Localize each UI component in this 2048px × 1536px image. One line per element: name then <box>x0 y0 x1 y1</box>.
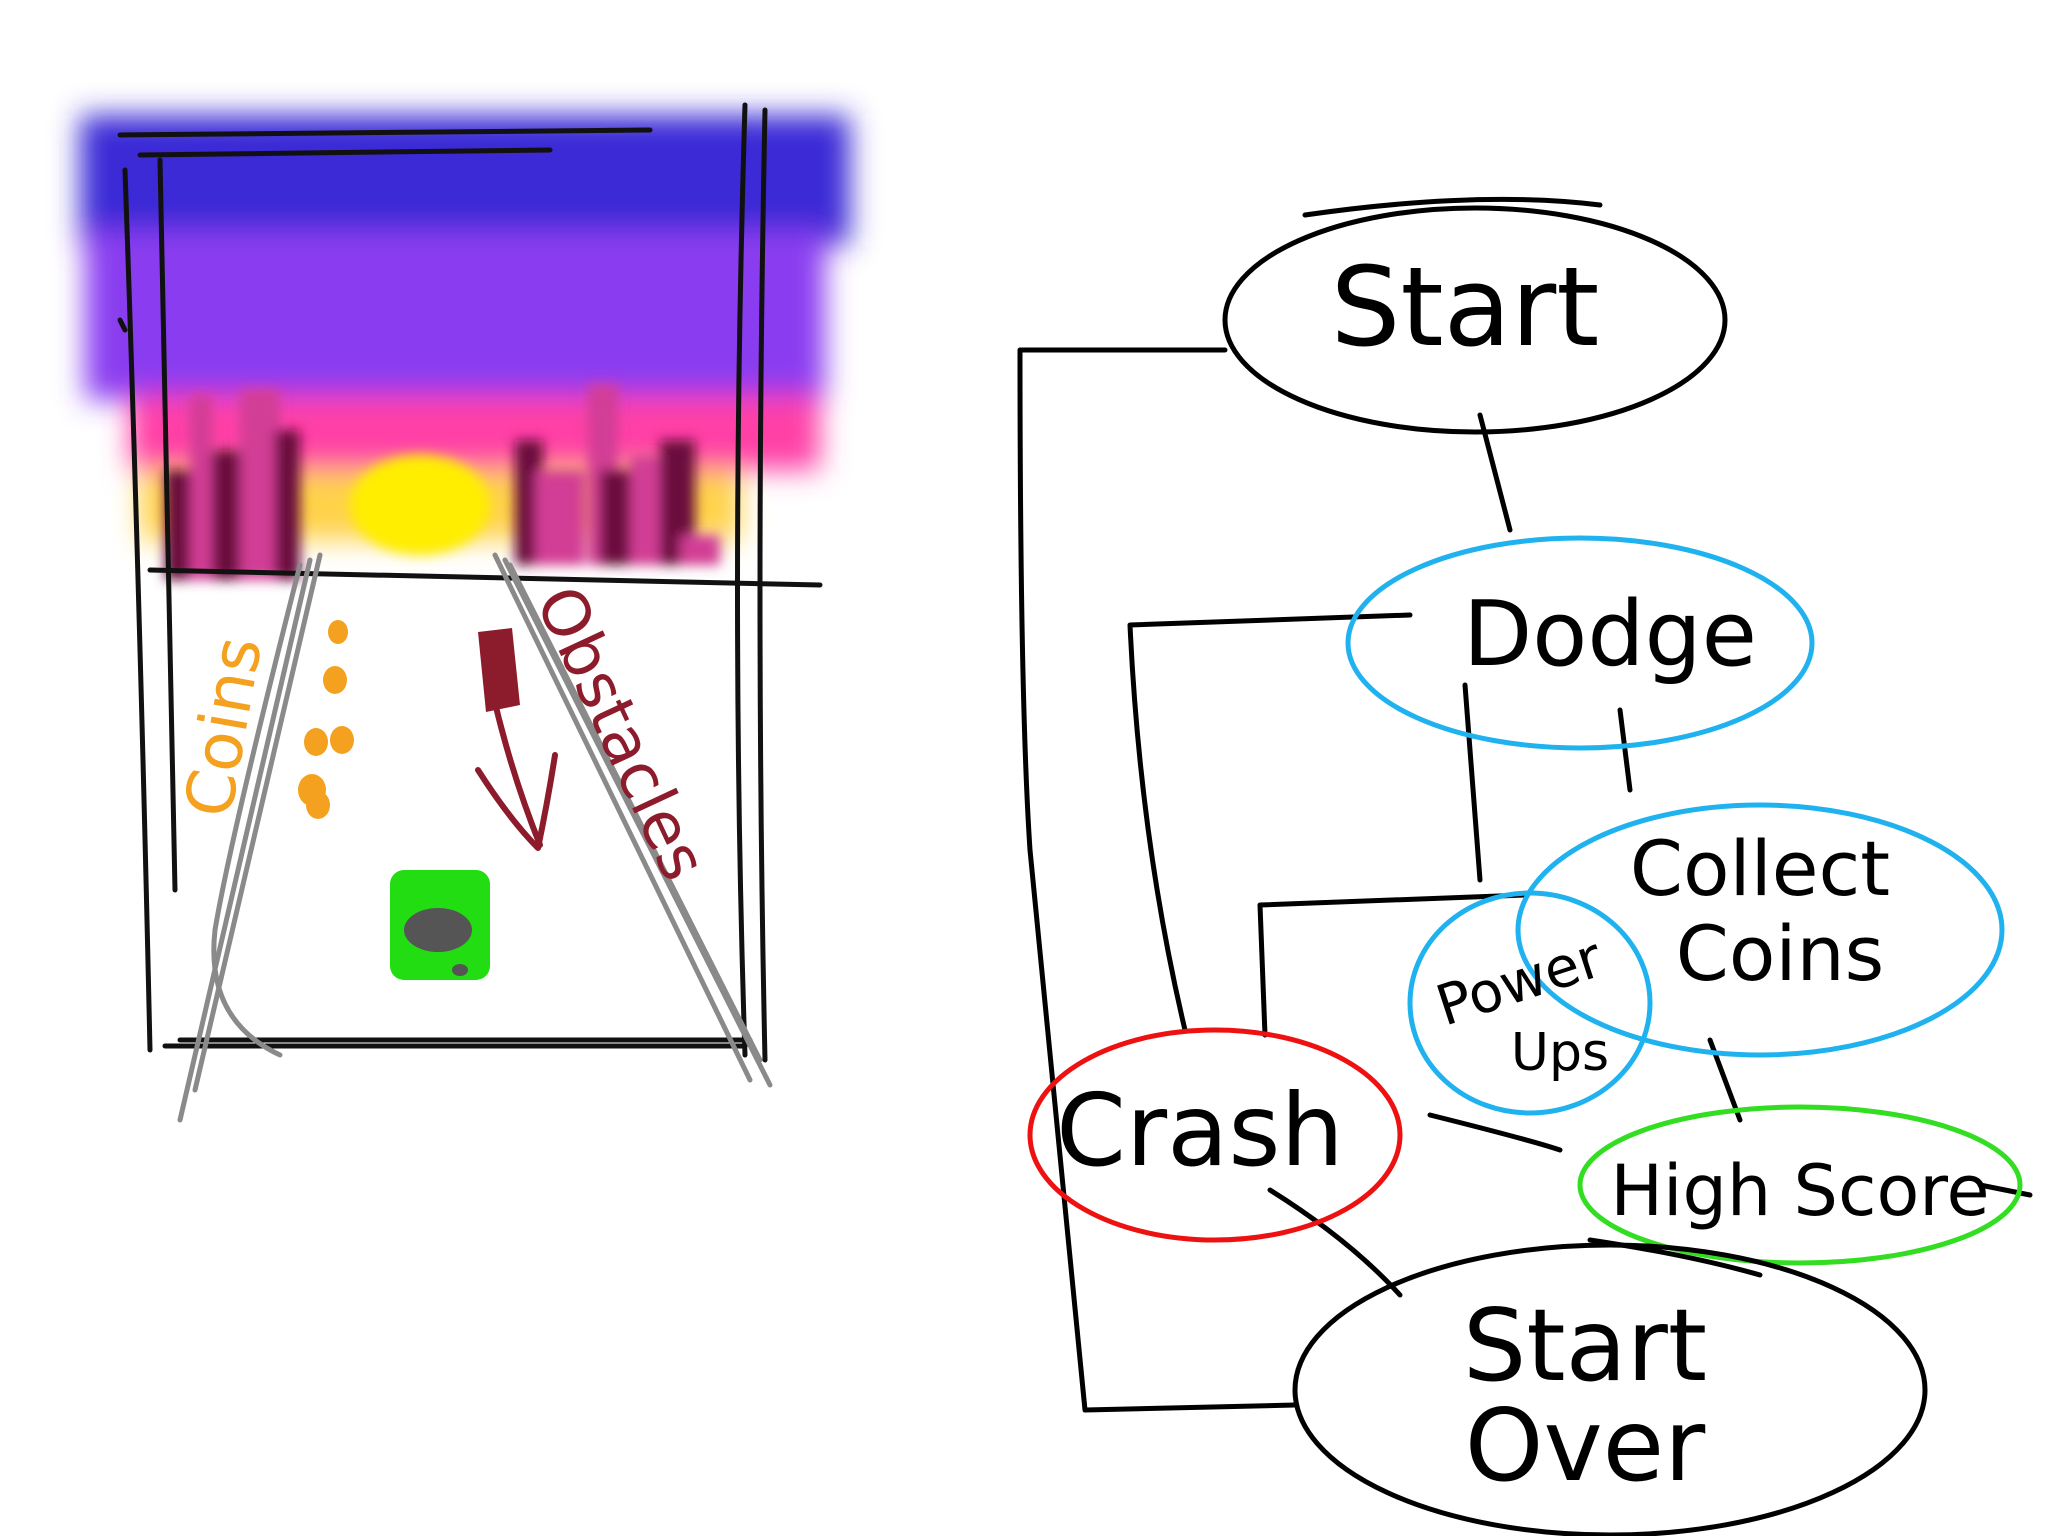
node-dodge: Dodge <box>1345 535 1815 751</box>
node-startover-label-1: Start <box>1463 1287 1707 1404</box>
node-collect-coins: Collect Coins <box>1515 802 2005 1058</box>
player-car <box>390 870 490 980</box>
node-power-label-2: Ups <box>1511 1023 1609 1083</box>
node-collect-label-1: Collect <box>1630 824 1890 913</box>
node-collect-label-2: Coins <box>1676 909 1884 998</box>
coin <box>304 728 328 756</box>
node-start-label: Start <box>1331 243 1600 371</box>
sun <box>350 455 490 555</box>
node-start: Start <box>1222 196 1728 435</box>
sketch-frame <box>117 102 823 1063</box>
coin <box>328 620 348 644</box>
node-power-ups: Power Ups <box>1407 890 1653 1116</box>
connector-lines <box>1017 347 2033 1413</box>
game-sketch: Coins Obstacles <box>80 102 850 1123</box>
coin <box>323 666 347 694</box>
coins-label: Coins <box>170 631 277 823</box>
obstacles-label: Obstacles <box>520 575 720 891</box>
node-crash-label: Crash <box>1056 1072 1344 1189</box>
node-high-score: High Score <box>1577 1104 2023 1266</box>
coin <box>306 791 330 819</box>
node-startover-label-2: Over <box>1465 1387 1706 1504</box>
obstacle <box>475 628 558 851</box>
node-dodge-label: Dodge <box>1463 582 1757 687</box>
coins <box>298 620 354 819</box>
node-start-over: Start Over <box>1292 1242 1928 1536</box>
flowchart: Start Dodge Collect Coins Power Ups Cras… <box>1017 196 2033 1536</box>
road <box>177 552 773 1123</box>
node-high-label: High Score <box>1610 1150 1989 1232</box>
coin <box>330 726 354 754</box>
node-crash: Crash <box>1027 1027 1403 1243</box>
